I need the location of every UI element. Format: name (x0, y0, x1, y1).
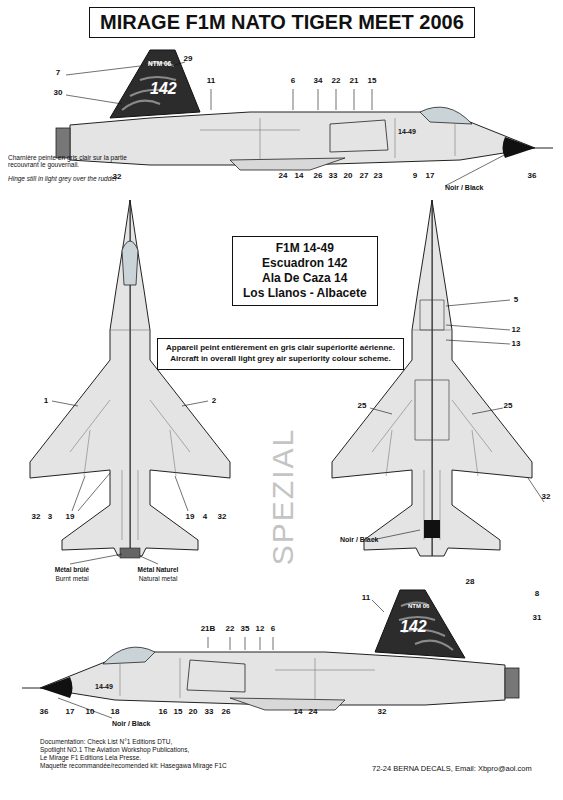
callout-number: 32 (218, 513, 227, 522)
callout-number: 4 (203, 513, 207, 522)
callout-number: 22 (226, 625, 235, 634)
callout-number: 25 (504, 402, 513, 411)
callout-number: 33 (205, 708, 214, 717)
box-text: F1M 14-49 (243, 241, 367, 256)
note-text: Charnière peinte en gris clair sur la pa… (8, 154, 133, 168)
note-text: NTM 06 (148, 60, 171, 67)
sheet-title: MIRAGE F1M NATO TIGER MEET 2006 (100, 11, 464, 34)
callout-number: 24 (279, 172, 288, 181)
note-text: 14-49 (398, 128, 416, 136)
callout-number: 36 (40, 708, 49, 717)
callout-number: 26 (222, 708, 231, 717)
callout-number: 27 (360, 172, 369, 181)
callout-number: 33 (329, 172, 338, 181)
note-text: 72-24 BERNA DECALS, Email: Xbpro@aol.com (372, 765, 532, 773)
callout-number: 3 (48, 513, 52, 522)
note-text: Natural metal (139, 575, 178, 582)
callout-number: 24 (309, 708, 318, 717)
callout-number: 18 (111, 708, 120, 717)
callout-number: 12 (256, 625, 265, 634)
callout-number: 20 (344, 172, 353, 181)
callout-number: 19 (186, 513, 195, 522)
note-text: Noir / Black (445, 184, 484, 192)
callout-number: 25 (358, 402, 367, 411)
watermark: SPEZIAL (266, 428, 299, 565)
note-text: Le Mirage F1 Editions Lela Presse. (40, 754, 141, 761)
callout-number: 32 (378, 708, 387, 717)
title-box: MIRAGE F1M NATO TIGER MEET 2006 (89, 7, 475, 38)
box-text: Escuadron 142 (243, 256, 367, 271)
note-text: Documentation: Check List N°1 Editions D… (40, 738, 172, 745)
callout-number: 142 (400, 618, 427, 636)
callout-number: 2 (212, 397, 216, 406)
callout-number: 32 (542, 493, 551, 502)
callout-number: 29 (184, 55, 193, 64)
callout-number: 34 (314, 77, 323, 86)
callout-number: 15 (174, 708, 183, 717)
callout-number: 28 (466, 578, 475, 587)
callout-number: 30 (54, 89, 63, 98)
callout-number: 16 (159, 708, 168, 717)
callout-number: 31 (533, 614, 542, 623)
callout-number: 35 (241, 625, 250, 634)
box-text: Ala De Caza 14 (243, 271, 367, 286)
note-text: Noir / Black (112, 720, 151, 728)
note-text: NTM 06 (408, 603, 429, 610)
callout-number: 12 (512, 326, 521, 335)
info-box: F1M 14-49Escuadron 142Ala De Caza 14Los … (232, 236, 378, 306)
callout-number: 22 (332, 77, 341, 86)
note-text: Spotlight NO.1 The Aviation Workshop Pub… (40, 746, 189, 753)
callout-number: 7 (56, 69, 60, 78)
callout-number: 9 (413, 172, 417, 181)
callout-number: 11 (207, 77, 215, 86)
note-text: Métal Naturel (138, 566, 179, 573)
callout-number: 14 (295, 172, 304, 181)
box-text: Aircraft in overall light grey air super… (166, 354, 395, 365)
callout-number: 8 (535, 590, 539, 599)
callout-number: 13 (512, 340, 521, 349)
callout-number: 6 (271, 625, 275, 634)
callout-number: 20 (189, 708, 198, 717)
callout-number: 17 (426, 172, 435, 181)
callout-number: 17 (66, 708, 75, 717)
note-text: 14-49 (95, 683, 113, 691)
info-box: Appareil peint entièrement en gris clair… (157, 338, 404, 370)
note-text: Noir / Black (340, 536, 379, 544)
callout-number: 14 (294, 708, 303, 717)
callout-number: 15 (368, 77, 377, 86)
callout-number: 21B (201, 625, 216, 634)
callout-number: 1 (44, 397, 48, 406)
callout-number: 11 (362, 594, 370, 603)
callout-number: 19 (66, 513, 75, 522)
callout-number: 10 (86, 708, 95, 717)
callout-number: 5 (514, 296, 518, 305)
note-text: Maquette recommandée/recomended kit: Has… (40, 762, 227, 769)
callout-number: 21 (350, 77, 359, 86)
callout-number: 36 (528, 172, 537, 181)
note-text: Burnt metal (55, 575, 88, 582)
box-text: Los Llanos - Albacete (243, 286, 367, 301)
callout-number: 6 (291, 77, 295, 86)
callout-number: 23 (374, 172, 383, 181)
callout-number: 142 (150, 80, 177, 98)
callout-number: 26 (314, 172, 323, 181)
note-text: Métal brûlé (55, 566, 89, 573)
callout-number: 32 (32, 513, 41, 522)
note-text: Hinge still in light grey over the rudde… (8, 175, 133, 182)
box-text: Appareil peint entièrement en gris clair… (166, 343, 395, 354)
